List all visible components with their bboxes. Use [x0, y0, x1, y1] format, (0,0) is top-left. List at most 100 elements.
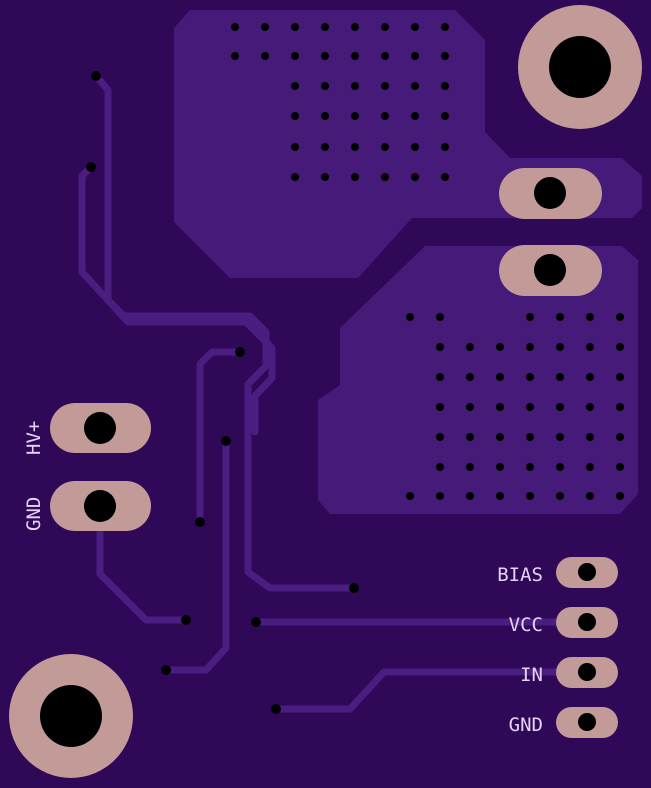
via: [616, 343, 624, 351]
via: [436, 343, 444, 351]
via: [616, 433, 624, 441]
via: [556, 492, 564, 500]
via: [526, 433, 534, 441]
via: [271, 704, 281, 714]
via: [586, 492, 594, 500]
via: [321, 173, 329, 181]
via: [349, 583, 359, 593]
via: [466, 373, 474, 381]
via: [441, 23, 449, 31]
output-pad-drill: [534, 254, 566, 286]
via: [321, 52, 329, 60]
via: [351, 143, 359, 151]
via: [321, 82, 329, 90]
via: [441, 143, 449, 151]
via: [556, 433, 564, 441]
via-grid-lower: [406, 313, 624, 500]
via: [496, 433, 504, 441]
via: [586, 403, 594, 411]
via: [231, 23, 239, 31]
mounting-hole-drill: [549, 36, 611, 98]
via: [291, 112, 299, 120]
trace-vias: [86, 71, 359, 714]
via: [86, 162, 96, 172]
via: [411, 173, 419, 181]
via: [411, 23, 419, 31]
via: [436, 403, 444, 411]
left-header: [50, 403, 151, 531]
via: [351, 173, 359, 181]
via: [526, 313, 534, 321]
via: [235, 347, 245, 357]
trace: [272, 668, 590, 713]
via: [616, 403, 624, 411]
via: [441, 173, 449, 181]
via: [586, 373, 594, 381]
via: [291, 23, 299, 31]
via: [436, 313, 444, 321]
mounting-hole-drill: [40, 685, 102, 747]
via: [161, 665, 171, 675]
via: [526, 403, 534, 411]
via: [466, 403, 474, 411]
via: [381, 82, 389, 90]
via: [291, 52, 299, 60]
trace: [196, 348, 244, 526]
via: [195, 517, 205, 527]
silkscreen-gnd-right: GND: [509, 714, 543, 736]
via: [586, 463, 594, 471]
via: [556, 463, 564, 471]
via: [436, 373, 444, 381]
silkscreen-vcc: VCC: [509, 614, 543, 636]
via: [351, 82, 359, 90]
via: [381, 173, 389, 181]
via: [466, 343, 474, 351]
via: [496, 373, 504, 381]
via: [586, 343, 594, 351]
via: [496, 492, 504, 500]
via: [616, 313, 624, 321]
via: [496, 343, 504, 351]
via: [221, 436, 231, 446]
via: [381, 143, 389, 151]
via: [556, 403, 564, 411]
via: [406, 492, 414, 500]
gnd-pad-left-drill: [84, 490, 116, 522]
via: [321, 23, 329, 31]
via: [556, 373, 564, 381]
via: [381, 112, 389, 120]
via: [616, 373, 624, 381]
via: [381, 23, 389, 31]
via: [586, 313, 594, 321]
via: [441, 112, 449, 120]
via: [411, 52, 419, 60]
via: [466, 463, 474, 471]
trace: [96, 502, 190, 624]
silkscreen-hv-plus: HV+: [23, 421, 45, 455]
via: [466, 492, 474, 500]
via: [436, 433, 444, 441]
via: [616, 463, 624, 471]
via: [441, 52, 449, 60]
via: [381, 52, 389, 60]
via: [556, 343, 564, 351]
via: [556, 313, 564, 321]
via: [351, 52, 359, 60]
output-pads: [499, 168, 602, 296]
via: [411, 112, 419, 120]
via: [321, 112, 329, 120]
hv-plus-pad-drill: [84, 412, 116, 444]
trace: [92, 72, 358, 592]
via: [586, 433, 594, 441]
via: [436, 492, 444, 500]
via: [466, 433, 474, 441]
traces: [78, 72, 590, 713]
via: [291, 173, 299, 181]
right-header: [556, 557, 618, 738]
via: [496, 403, 504, 411]
mounting-holes: [9, 5, 642, 778]
silkscreen-bias: BIAS: [497, 564, 543, 586]
via: [231, 52, 239, 60]
via: [411, 143, 419, 151]
via: [291, 82, 299, 90]
